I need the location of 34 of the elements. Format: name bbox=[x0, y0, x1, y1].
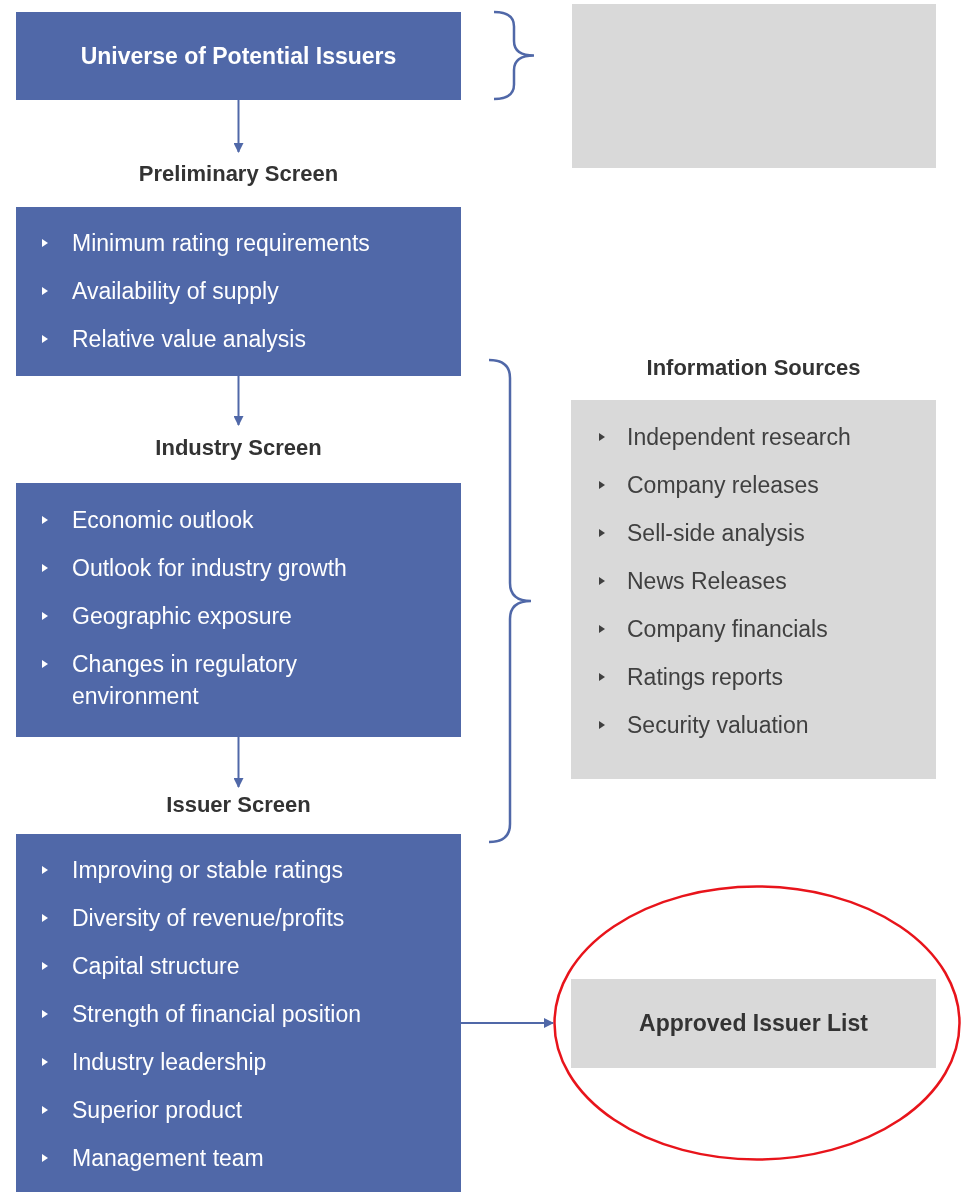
list-item: News Releases bbox=[627, 567, 788, 596]
list-item: Industry leadership bbox=[72, 1048, 268, 1077]
process-box bbox=[16, 12, 461, 100]
list-item: Economic outlook bbox=[72, 506, 255, 535]
list-item: Diversity of revenue/profits bbox=[72, 904, 346, 933]
list-item: Capital structure bbox=[72, 952, 241, 981]
list-item: Changes in regulatory environment bbox=[72, 650, 299, 711]
list-item: Superior product bbox=[72, 1096, 244, 1125]
list-item: Relative value analysis bbox=[72, 325, 307, 354]
list-item: Availability of supply bbox=[72, 277, 280, 306]
list-item: Minimum rating requirements bbox=[72, 229, 371, 258]
section-heading: Issuer Screen bbox=[165, 791, 312, 819]
list-item: Sell-side analysis bbox=[627, 519, 806, 548]
list-item: Geographic exposure bbox=[72, 602, 293, 631]
section-heading: Information Sources bbox=[645, 354, 862, 382]
list-item: Company financials bbox=[627, 615, 829, 644]
arrow bbox=[460, 1018, 554, 1028]
process-box bbox=[571, 979, 936, 1068]
list-item: Improving or stable ratings bbox=[72, 856, 344, 885]
section-heading: Industry Screen bbox=[154, 434, 323, 462]
arrow bbox=[233, 99, 244, 153]
list-item: Strength of financial position bbox=[72, 1000, 362, 1029]
list-item: Outlook for industry growth bbox=[72, 554, 348, 583]
arrow bbox=[233, 375, 244, 426]
source-box bbox=[572, 4, 936, 168]
list-item: Independent research bbox=[627, 423, 852, 452]
arrow bbox=[233, 736, 244, 788]
list-item: Ratings reports bbox=[627, 663, 784, 692]
list-item: Company releases bbox=[627, 471, 820, 500]
box-title: Universe of Potential Issuers bbox=[79, 41, 398, 71]
box-title: Approved Issuer List bbox=[638, 1009, 869, 1038]
section-heading: Preliminary Screen bbox=[137, 160, 340, 188]
list-item: Security valuation bbox=[627, 711, 810, 740]
list-item: Management team bbox=[72, 1144, 265, 1173]
